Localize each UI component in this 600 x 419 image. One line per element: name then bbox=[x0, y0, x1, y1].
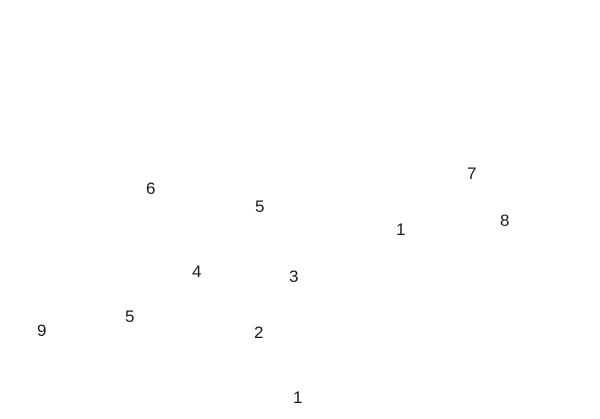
scatter-point-label: 8 bbox=[500, 211, 510, 230]
scatter-point-label: 6 bbox=[146, 179, 156, 198]
scatter-point-label: 1 bbox=[293, 388, 303, 407]
scatter-point-label: 3 bbox=[289, 267, 299, 286]
scatter-point-label: 7 bbox=[467, 164, 477, 183]
scatter-point-label: 5 bbox=[125, 307, 135, 326]
scatter-point-label: 4 bbox=[192, 262, 202, 281]
scatter-point-label: 5 bbox=[255, 197, 265, 216]
scatter-point-label: 1 bbox=[396, 220, 406, 239]
scatter-point-label: 2 bbox=[254, 323, 264, 342]
scatter-point-label: 9 bbox=[37, 321, 47, 340]
